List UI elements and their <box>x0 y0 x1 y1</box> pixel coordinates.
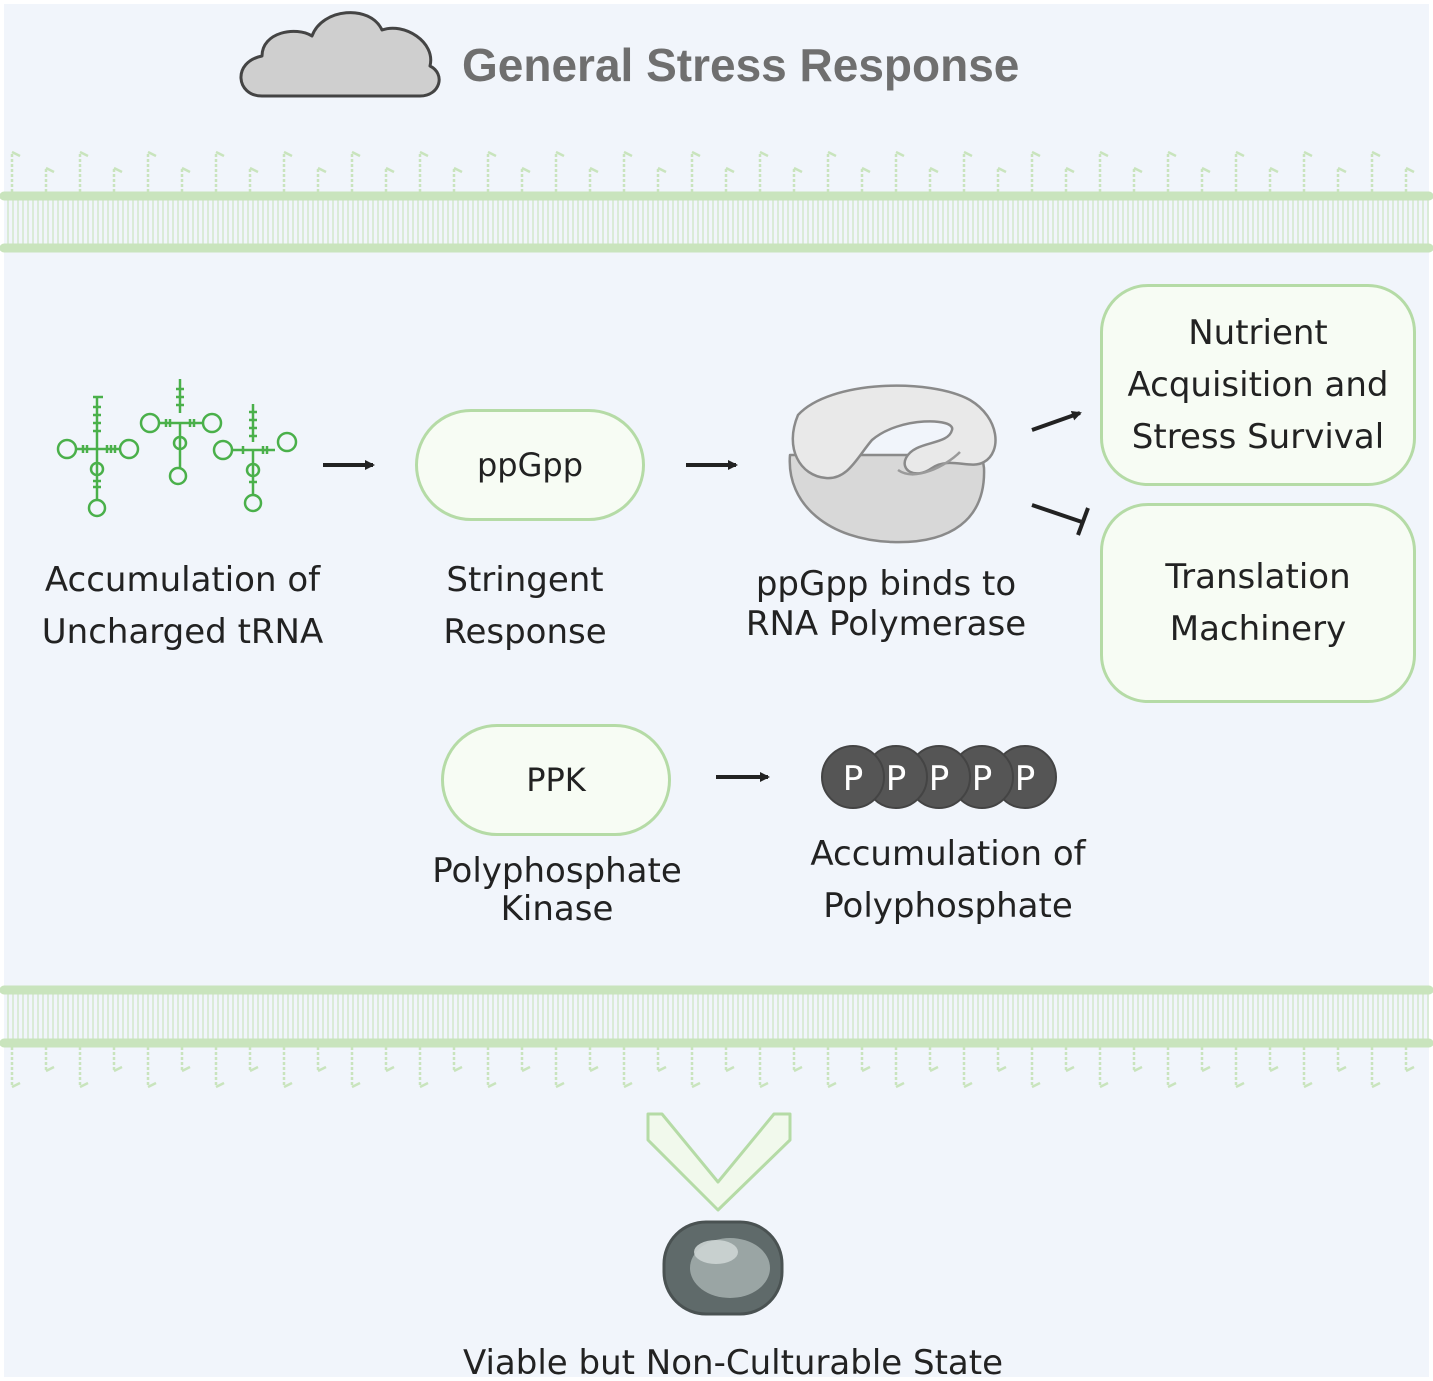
cloud-icon <box>239 11 441 98</box>
inhibition-rnap-to-translation <box>1031 503 1090 536</box>
phosphate-letter: P <box>886 759 907 799</box>
translation-machinery-node: Translation Machinery <box>1100 503 1416 703</box>
ppgpp-node: ppGpp <box>415 409 645 521</box>
vbnc-label: Viable but Non-Culturable State <box>462 1343 1004 1381</box>
phosphate-letter: P <box>972 759 993 799</box>
arrow-rnap-to-nutrient <box>1031 410 1082 432</box>
phosphate-bead <box>821 745 885 809</box>
trna-label: Accumulation of Uncharged tRNA <box>41 560 324 652</box>
outer-membrane <box>0 150 1433 253</box>
phosphate-letter: P <box>1015 759 1036 799</box>
stringent-response-label: Stringent Response <box>443 560 607 652</box>
ppk-node: PPK <box>441 724 671 836</box>
rnap-binding-label: ppGpp binds to RNA Polymerase <box>745 564 1027 644</box>
chevron-down-icon <box>646 1112 792 1212</box>
phosphate-letter: P <box>843 759 864 799</box>
nutrient-acquisition-node: Nutrient Acquisition and Stress Survival <box>1100 284 1416 486</box>
polyphosphate-label: Accumulation of Polyphosphate <box>810 834 1086 926</box>
phosphate-letter: P <box>929 759 950 799</box>
dormant-cell-icon <box>662 1220 784 1316</box>
rna-polymerase-icon <box>788 384 997 544</box>
trna-icon <box>56 379 298 518</box>
ppk-label: Polyphosphate Kinase <box>432 851 682 929</box>
inner-membrane <box>0 985 1433 1089</box>
page-title: General Stress Response <box>462 39 1020 91</box>
